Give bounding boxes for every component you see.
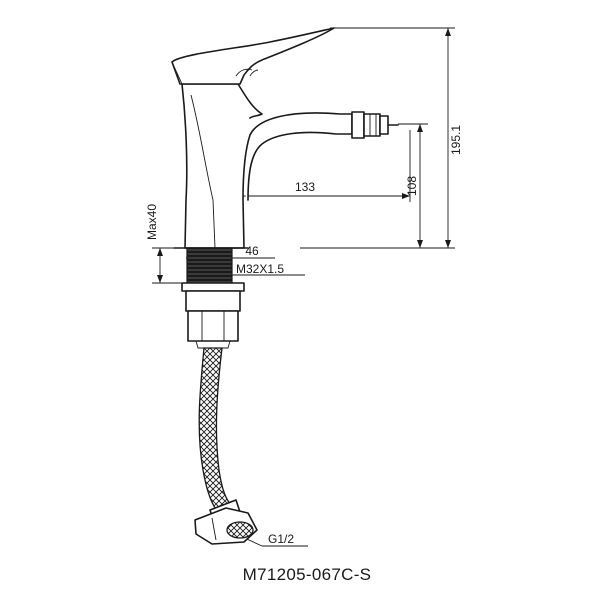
dim-thread-label: M32X1.5 bbox=[236, 262, 284, 276]
dim-hose-connection-label: G1/2 bbox=[268, 532, 294, 546]
dim-spout-reach-label: 133 bbox=[295, 180, 315, 194]
dim-deck-thickness-label: Max40 bbox=[145, 204, 159, 240]
model-number: M71205-067C-S bbox=[242, 565, 372, 584]
dim-spout-height-label: 108 bbox=[405, 176, 419, 196]
braided-hose bbox=[198, 347, 234, 513]
threaded-shank bbox=[173, 247, 249, 349]
dimension-lines bbox=[152, 27, 455, 547]
hose-connector-nut bbox=[194, 499, 258, 545]
faucet-body bbox=[171, 27, 353, 249]
spray-head bbox=[351, 111, 399, 139]
dim-total-height-label: 195.1 bbox=[449, 125, 463, 155]
dim-base-diameter-label: 46 bbox=[245, 244, 259, 258]
